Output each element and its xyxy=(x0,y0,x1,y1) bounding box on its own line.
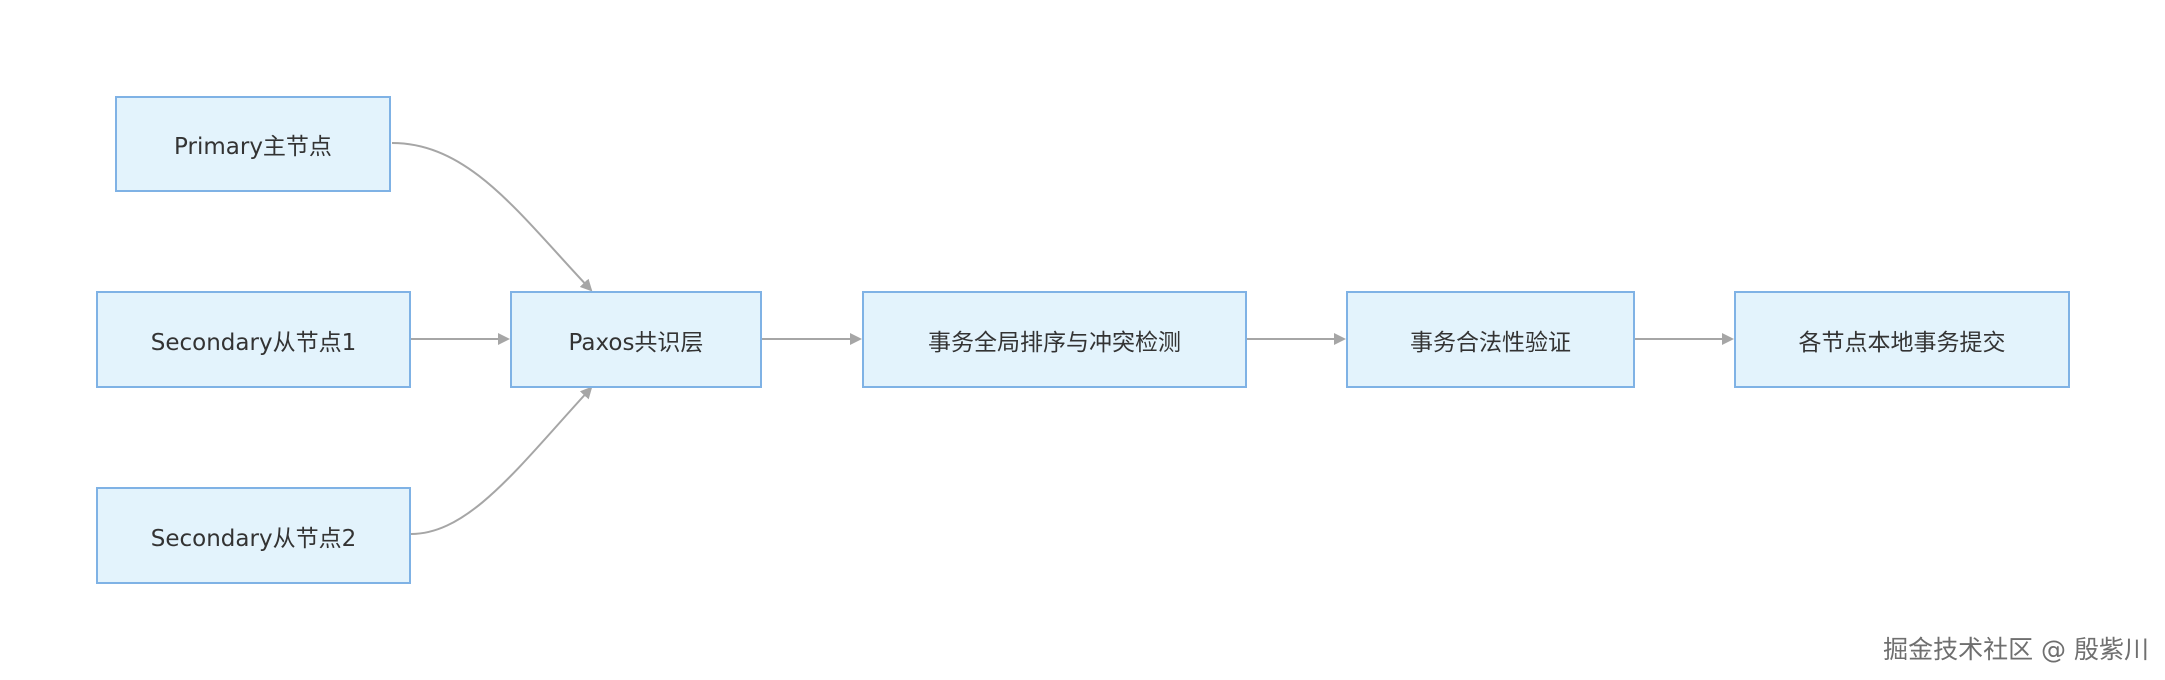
node-validation: 事务合法性验证 xyxy=(1346,291,1635,388)
node-primary: Primary主节点 xyxy=(115,96,391,192)
edge-secondary2-to-paxos xyxy=(410,386,593,535)
node-paxos-consensus: Paxos共识层 xyxy=(510,291,762,388)
edge-primary-to-paxos xyxy=(391,142,593,292)
node-secondary-1: Secondary从节点1 xyxy=(96,291,411,388)
node-secondary-2: Secondary从节点2 xyxy=(96,487,411,584)
node-global-ordering: 事务全局排序与冲突检测 xyxy=(862,291,1247,388)
watermark: 掘金技术社区 @ 殷紫川 xyxy=(1883,635,2149,664)
node-local-commit: 各节点本地事务提交 xyxy=(1734,291,2070,388)
